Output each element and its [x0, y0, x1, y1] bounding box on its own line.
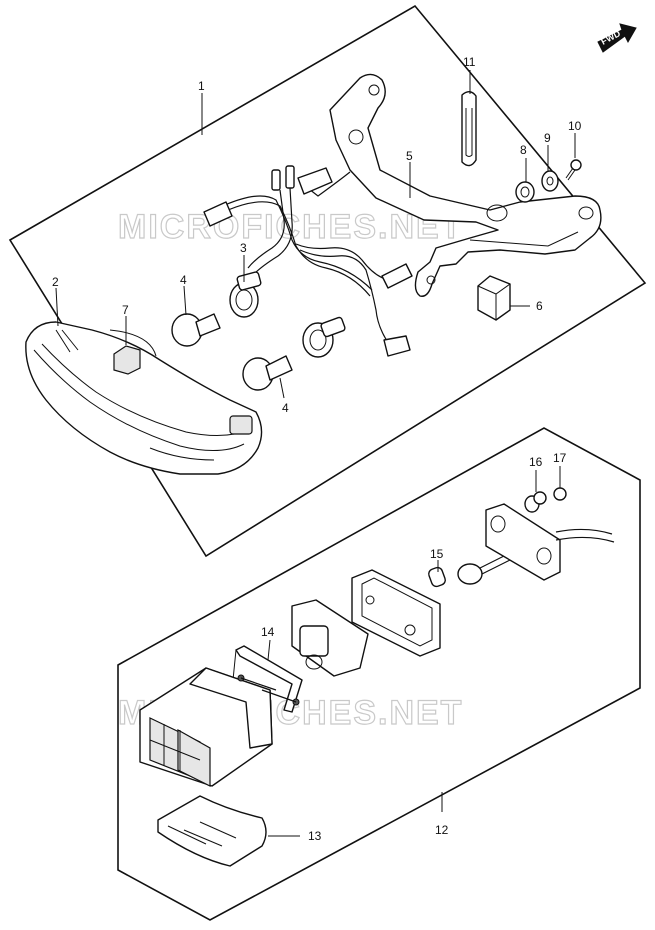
leaders-lower: [267, 466, 561, 837]
callout-7: 7: [122, 303, 129, 317]
callout-2: 2: [52, 275, 59, 289]
part-13-lens: [157, 795, 267, 867]
part-3-bulb-socket: [229, 271, 262, 318]
part-lamp-frame: [351, 569, 441, 657]
callout-11: 11: [463, 55, 476, 69]
callout-4a: 4: [180, 273, 187, 287]
callout-5: 5: [406, 149, 413, 163]
part-17-nut: [553, 487, 567, 501]
callout-10: 10: [568, 119, 582, 133]
part-7-pad: [113, 345, 141, 375]
assembly-12-outline: [117, 427, 641, 921]
part-3-bulb-socket-2: [302, 316, 346, 358]
part-base-plate: [485, 503, 615, 581]
callout-9: 9: [544, 131, 551, 145]
part-4-bulb-2: [242, 355, 293, 391]
callout-14: 14: [261, 625, 275, 639]
part-12-license-lamp-body: [139, 667, 300, 787]
part-15-bulb: [428, 566, 446, 588]
part-8-grommet: [515, 181, 535, 203]
callout-3: 3: [240, 241, 247, 255]
part-10-screw: [565, 159, 582, 181]
callout-4b: 4: [282, 401, 289, 415]
part-2-tail-lamp: [25, 321, 263, 475]
part-4-bulb: [171, 313, 221, 347]
callout-15: 15: [430, 547, 444, 561]
assembly-1-outline: [8, 4, 647, 558]
callout-12: 12: [435, 823, 449, 837]
part-11-strap: [461, 91, 477, 167]
callout-17: 17: [553, 451, 567, 465]
part-lamp-cover: [291, 599, 369, 677]
part-6-cushion: [477, 275, 511, 321]
callout-13: 13: [308, 829, 322, 843]
wiring-harness: [203, 165, 413, 357]
callout-1: 1: [198, 79, 205, 93]
callout-6: 6: [536, 299, 543, 313]
forward-arrow-icon: FWD: [597, 23, 637, 53]
part-5-bracket: [329, 73, 602, 297]
part-9-washer: [541, 170, 559, 192]
part-16-grommet: [524, 491, 547, 513]
leaders-upper: [55, 70, 576, 399]
callout-8: 8: [520, 143, 527, 157]
callout-16: 16: [529, 455, 543, 469]
